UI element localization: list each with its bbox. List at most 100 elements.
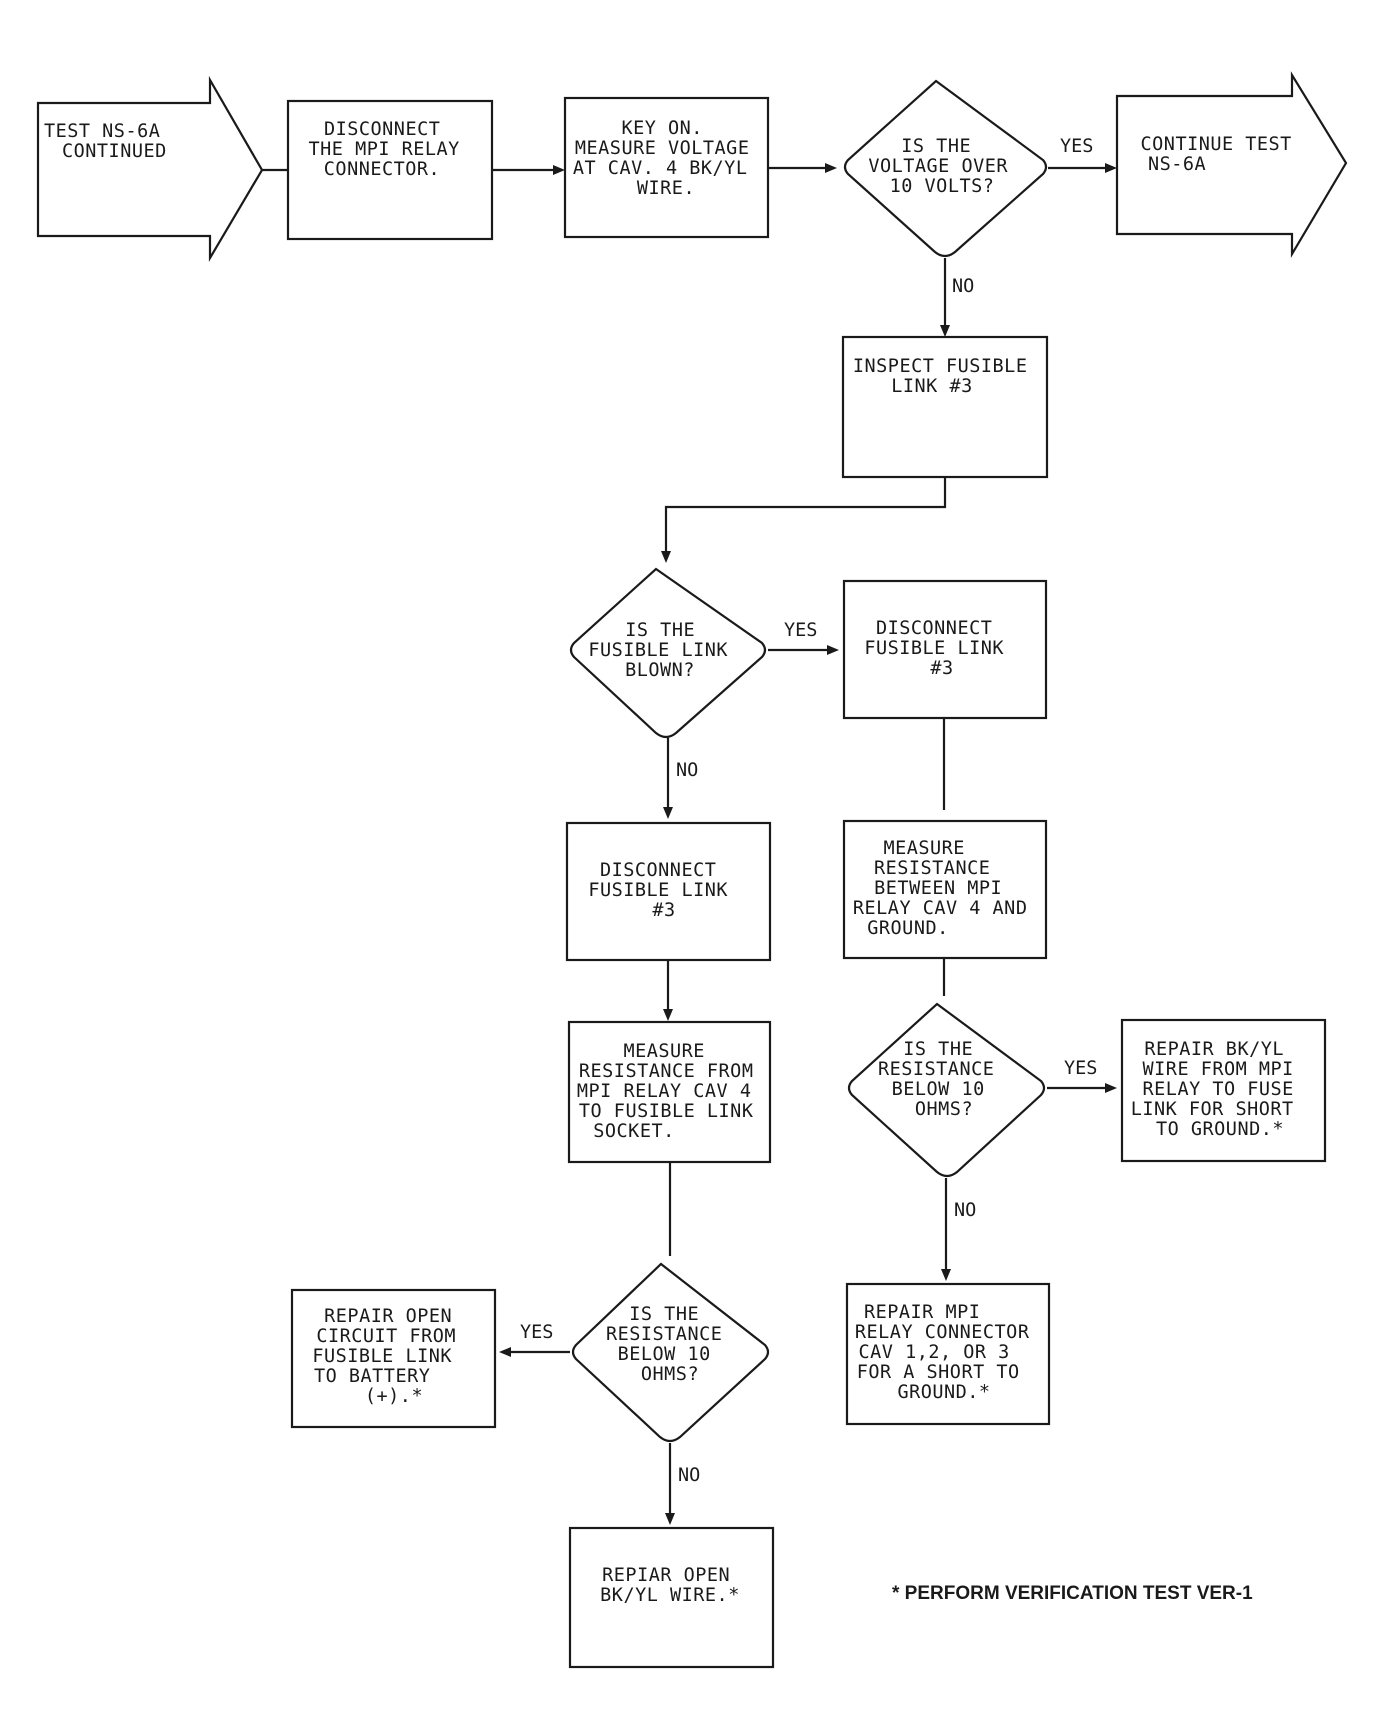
disconnect-relay-text: DISCONNECT THE MPI RELAY CONNECTOR. [309, 119, 472, 180]
text-line: MPI RELAY CAV 4 [577, 1081, 752, 1102]
text-line: RESISTANCE [874, 858, 990, 879]
repair-open-wire-box [568, 1526, 775, 1669]
edge-label-voltage-no: NO [952, 276, 974, 297]
text-line: INSPECT FUSIBLE [853, 356, 1028, 377]
text-line: MEASURE VOLTAGE [575, 138, 750, 159]
arrowhead [825, 163, 837, 173]
res-left-decision-diamond [571, 1262, 770, 1443]
arrowhead [553, 165, 565, 175]
text-line: AT CAV. 4 BK/YL [573, 158, 748, 179]
text-line: RELAY CAV 4 AND [853, 898, 1028, 919]
text-line: MEASURE [623, 1041, 704, 1062]
blown-question-text: IS THE FUSIBLE LINK BLOWN? [588, 620, 739, 681]
text-line: BELOW 10 [892, 1079, 985, 1100]
text-line: RESISTANCE [878, 1059, 994, 1080]
text-line: TO GROUND.* [1156, 1119, 1284, 1140]
shapes [36, 71, 1348, 1669]
text-line: DISCONNECT [324, 119, 440, 140]
text-line: SOCKET. [593, 1121, 674, 1142]
text-line: #3 [930, 658, 953, 679]
continue-text: CONTINUE TEST NS-6A [1141, 134, 1304, 175]
start-arrow-shape [36, 75, 264, 263]
inspect-box [841, 335, 1049, 479]
voltage-decision-diamond [843, 79, 1048, 258]
arrowhead [663, 1009, 673, 1021]
measure-socket-text: MEASURE RESISTANCE FROM MPI RELAY CAV 4 … [577, 1041, 765, 1142]
text-line: TEST NS-6A [44, 121, 160, 142]
text-line: IS THE [629, 1304, 699, 1325]
text-line: RESISTANCE [606, 1324, 722, 1345]
arrowhead [1105, 1083, 1117, 1093]
edge-labels: YES NO YES NO YES NO YES NO [520, 136, 1097, 1486]
edge-label-res-right-yes: YES [1064, 1058, 1097, 1079]
repair-connector-box [845, 1282, 1051, 1426]
edge-label-voltage-yes: YES [1060, 136, 1093, 157]
disconnect-fl-right-box [842, 579, 1048, 720]
text-line: REPAIR BK/YL [1144, 1039, 1284, 1060]
text-line: REPAIR MPI [864, 1302, 980, 1323]
measure-ground-text: MEASURE RESISTANCE BETWEEN MPI RELAY CAV… [853, 838, 1039, 939]
edge-label-res-left-no: NO [678, 1465, 700, 1486]
text-line: CONTINUED [62, 141, 167, 162]
edge-label-res-left-yes: YES [520, 1322, 553, 1343]
arrowhead [941, 1269, 951, 1281]
text-line: RELAY CONNECTOR [855, 1322, 1030, 1343]
edge-label-res-right-no: NO [954, 1200, 976, 1221]
text-line: WIRE. [637, 178, 695, 199]
text-line: TO BATTERY [314, 1366, 430, 1387]
repair-connector-text: REPAIR MPI RELAY CONNECTOR CAV 1,2, OR 3… [855, 1302, 1041, 1403]
text-line: TO FUSIBLE LINK [579, 1101, 754, 1122]
key-on-text: KEY ON. MEASURE VOLTAGE AT CAV. 4 BK/YL … [573, 118, 761, 199]
text-line: REPAIR OPEN [324, 1306, 452, 1327]
text-line: (+).* [365, 1386, 423, 1407]
text-line: CONTINUE TEST [1141, 134, 1292, 155]
disconnect-relay-box [286, 99, 494, 241]
arrowhead [665, 1513, 675, 1525]
disconnect-fl-right-text: DISCONNECT FUSIBLE LINK #3 [864, 618, 1015, 679]
repair-open-circuit-box [290, 1288, 497, 1429]
text-line: OHMS? [915, 1099, 973, 1120]
text-line: IS THE [625, 620, 695, 641]
text-line: DISCONNECT [876, 618, 992, 639]
measure-socket-box [567, 1020, 772, 1164]
start-text: TEST NS-6A CONTINUED [44, 121, 172, 162]
edge-label-blown-yes: YES [784, 620, 817, 641]
connector-inspect-to-blown [664, 477, 947, 558]
text-line: OHMS? [641, 1364, 699, 1385]
text-line: FUSIBLE LINK [864, 638, 1004, 659]
arrowhead [1105, 163, 1117, 173]
text-line: KEY ON. [621, 118, 702, 139]
measure-ground-box [842, 819, 1048, 960]
text-line: THE MPI RELAY [309, 139, 460, 160]
arrowhead [940, 325, 950, 337]
text-line: CIRCUIT FROM [316, 1326, 456, 1347]
text-line: BETWEEN MPI [874, 878, 1002, 899]
text-line: #3 [652, 900, 675, 921]
text-line: REPIAR OPEN [602, 1565, 730, 1586]
text-line: FUSIBLE LINK [312, 1346, 452, 1367]
arrowhead [827, 645, 839, 655]
res-right-decision-diamond [847, 1002, 1046, 1178]
text-line: VOLTAGE OVER [868, 156, 1008, 177]
blown-decision-diamond [569, 567, 767, 739]
text-line: IS THE [901, 136, 971, 157]
text-line: 10 VOLTS? [890, 176, 995, 197]
repair-open-wire-text: REPIAR OPEN BK/YL WIRE.* [600, 1565, 742, 1606]
repair-bkyl-short-text: REPAIR BK/YL WIRE FROM MPI RELAY TO FUSE… [1131, 1039, 1306, 1140]
res-right-question-text: IS THE RESISTANCE BELOW 10 OHMS? [878, 1039, 1006, 1120]
connectors [262, 166, 1112, 1520]
footnote: * PERFORM VERIFICATION TEST VER-1 [892, 1583, 1253, 1604]
continue-arrow-shape [1115, 71, 1348, 259]
text-line: FUSIBLE LINK [588, 880, 728, 901]
text-line: NS-6A [1148, 154, 1206, 175]
disconnect-fl-left-text: DISCONNECT FUSIBLE LINK #3 [588, 860, 739, 921]
text-line: DISCONNECT [600, 860, 716, 881]
repair-open-circuit-text: REPAIR OPEN CIRCUIT FROM FUSIBLE LINK TO… [312, 1306, 467, 1407]
text-line: GROUND. [867, 918, 948, 939]
edge-label-blown-no: NO [676, 760, 698, 781]
text-line: BELOW 10 [618, 1344, 711, 1365]
text-line: FUSIBLE LINK [588, 640, 728, 661]
res-left-question-text: IS THE RESISTANCE BELOW 10 OHMS? [606, 1304, 734, 1385]
text-line: IS THE [903, 1039, 973, 1060]
